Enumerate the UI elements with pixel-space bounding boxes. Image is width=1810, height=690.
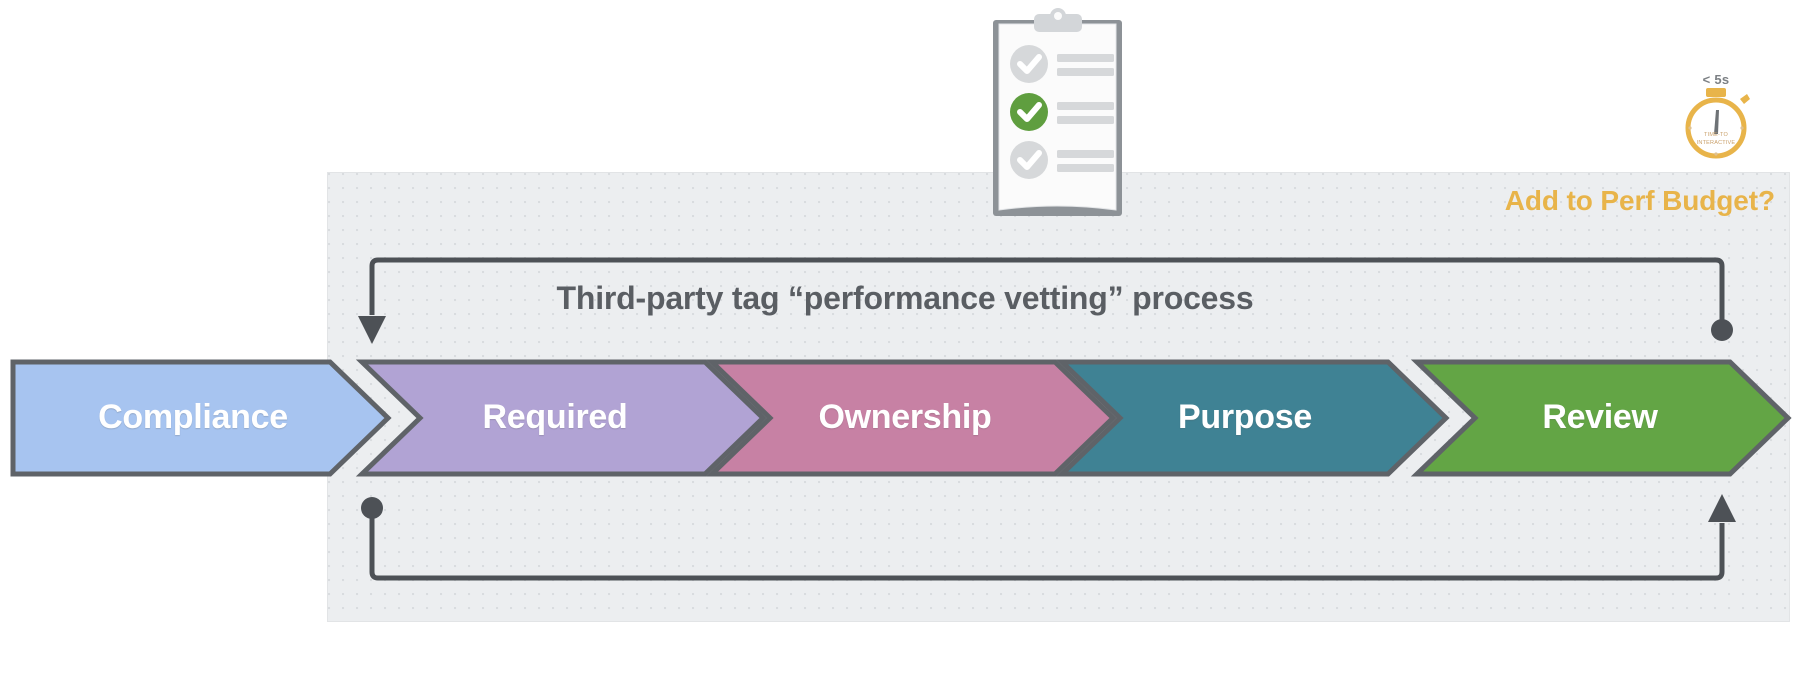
clipboard-checklist-icon <box>993 8 1122 216</box>
svg-text:INTERACTIVE: INTERACTIVE <box>1697 140 1736 146</box>
stage-chevron-review[interactable] <box>1410 359 1792 477</box>
page-title: Third-party tag “performance vetting” pr… <box>556 280 1254 316</box>
stopwatch-icon: TIME-TO INTERACTIVE <box>1685 88 1750 159</box>
stage-chevron-ownership[interactable] <box>705 359 1117 477</box>
clipboard-check-3 <box>1010 141 1048 179</box>
stage-chevron-compliance[interactable] <box>10 359 392 477</box>
stopwatch-caption: < 5s <box>1702 72 1730 87</box>
bottom-loop <box>361 494 1736 581</box>
stage-chevron-purpose[interactable] <box>1055 359 1450 477</box>
top-loop <box>358 257 1733 344</box>
clipboard-check-2 <box>1010 93 1048 131</box>
perf-budget-question: Add to Perf Budget? <box>1504 185 1775 216</box>
clipboard-check-1 <box>1010 45 1048 83</box>
bottom-loop-start-dot <box>361 497 383 519</box>
top-loop-end-dot <box>1711 319 1733 341</box>
svg-text:TIME-TO: TIME-TO <box>1704 132 1728 138</box>
stage-chevron-required[interactable] <box>355 359 767 477</box>
